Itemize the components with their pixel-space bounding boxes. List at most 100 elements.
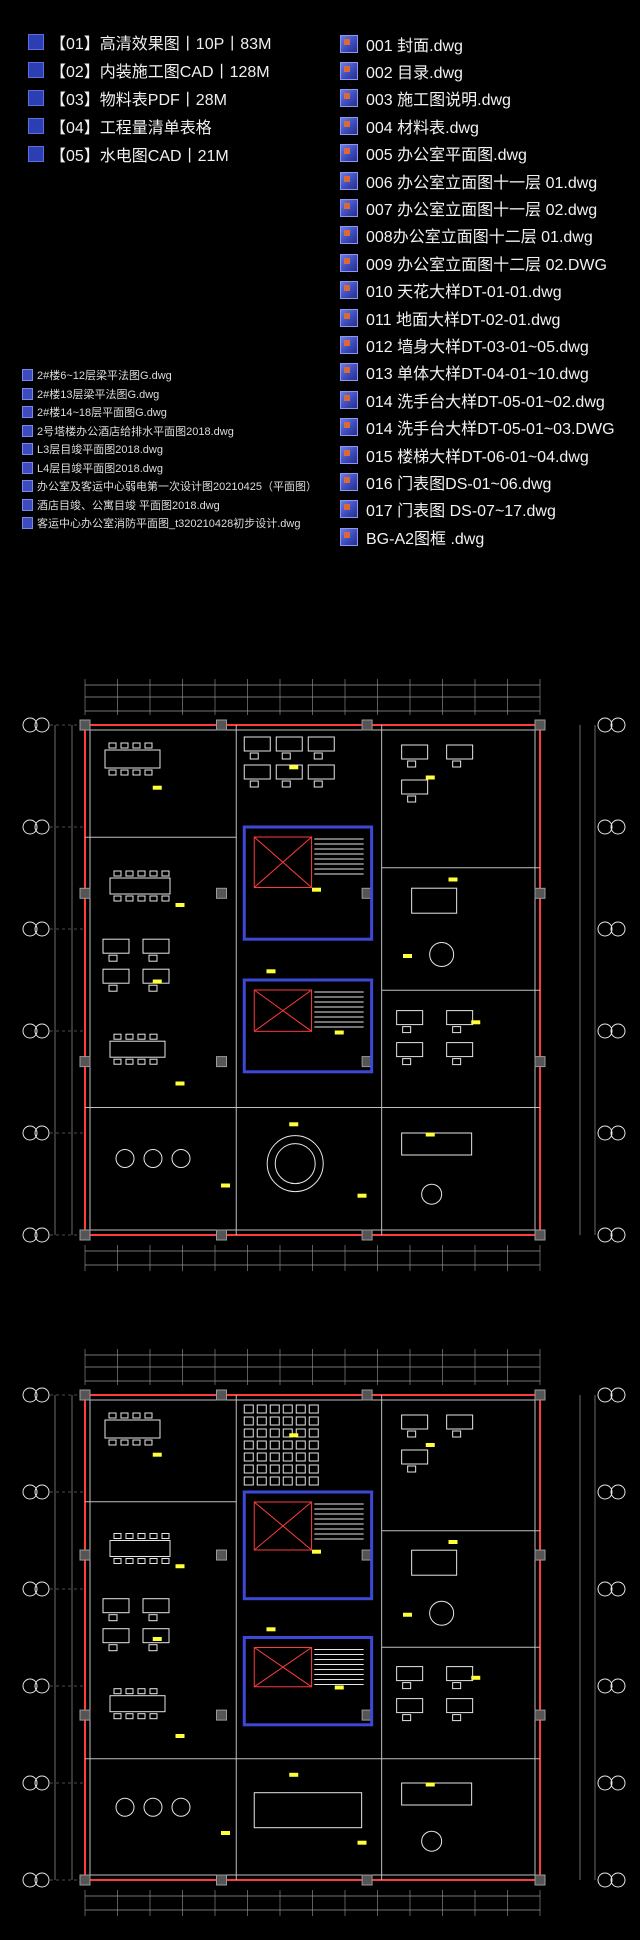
folder-item[interactable]: 【03】物料表PDF丨28M [28, 84, 328, 112]
small-file-item[interactable]: 2#楼14~18层平面图G.dwg [22, 403, 342, 422]
axis-bubble [22, 1678, 38, 1694]
small-file-item[interactable]: 2#楼6~12层梁平法图G.dwg [22, 366, 342, 385]
dwg-file-label: 009 办公室立面图十二层 02.DWG [366, 256, 607, 274]
dwg-file-item[interactable]: 006 办公室立面图十一层 01.dwg [340, 167, 640, 194]
chair-furniture [137, 1533, 146, 1539]
dwg-file-item[interactable]: 014 洗手台大样DT-05-01~02.dwg [340, 386, 640, 413]
chair-furniture [149, 895, 158, 902]
chair-furniture [108, 954, 118, 962]
seat-furniture [243, 1452, 254, 1462]
dwg-file-item[interactable]: 007 办公室立面图十一层 02.dwg [340, 194, 640, 221]
dwg-file-item[interactable]: 015 楼梯大样DT-06-01~04.dwg [340, 441, 640, 468]
seat-furniture [243, 1416, 254, 1426]
chair-furniture [402, 1714, 412, 1722]
desk-furniture [446, 744, 474, 760]
dwg-file-item[interactable]: 013 单体大样DT-04-01~10.dwg [340, 359, 640, 386]
seat-furniture [269, 1428, 280, 1438]
dwg-file-icon [22, 517, 33, 530]
chair-furniture [137, 1713, 146, 1720]
desk-furniture [401, 1449, 429, 1465]
desk-furniture [142, 938, 170, 954]
dwg-file-item[interactable]: 014 洗手台大样DT-05-01~03.DWG [340, 413, 640, 440]
folder-item[interactable]: 【02】内装施工图CAD丨128M [28, 56, 328, 84]
desk-furniture [446, 1414, 474, 1430]
seat-furniture [295, 1452, 306, 1462]
chair-furniture [108, 742, 117, 749]
dwg-file-icon [22, 480, 33, 493]
small-file-item[interactable]: 2号塔楼办公酒店给排水平面图2018.dwg [22, 422, 342, 441]
elevator-cross [253, 989, 312, 1032]
dwg-file-item[interactable]: 016 门表图DS-01~06.dwg [340, 468, 640, 495]
seat-furniture [269, 1404, 280, 1414]
dwg-file-label: 012 墙身大样DT-03-01~05.dwg [366, 338, 589, 356]
small-file-item[interactable]: 酒店目竣、公寓目竣 平面图2018.dwg [22, 496, 342, 515]
seat-furniture [308, 1404, 319, 1414]
axis-bubble [597, 1125, 613, 1141]
desk-furniture [142, 1628, 170, 1644]
folder-label: 【04】工程量清单表格 [50, 120, 212, 137]
table-furniture [109, 1040, 166, 1058]
label-marker [289, 765, 299, 770]
dwg-file-item[interactable]: 004 材料表.dwg [340, 112, 640, 139]
structural-column [79, 1056, 91, 1068]
axis-bubble [610, 1872, 626, 1888]
seat-furniture [282, 1404, 293, 1414]
desk-furniture [396, 1698, 424, 1714]
folder-icon [28, 146, 44, 162]
elevator-shaft [253, 989, 313, 1032]
chair-furniture [144, 1439, 153, 1446]
chair-furniture [137, 1033, 146, 1040]
dwg-file-item[interactable]: 003 施工图说明.dwg [340, 85, 640, 112]
dwg-file-item[interactable]: 001 封面.dwg [340, 30, 640, 57]
dwg-file-item[interactable]: 002 目录.dwg [340, 57, 640, 84]
small-file-item[interactable]: 2#楼13层梁平法图G.dwg [22, 385, 342, 404]
folder-label: 【03】物料表PDF丨28M [50, 92, 227, 109]
core-wall [242, 1636, 374, 1727]
seat-furniture [295, 1476, 306, 1486]
dwg-file-icon [340, 363, 358, 382]
structural-column [79, 1229, 91, 1241]
axis-bubble [597, 1227, 613, 1243]
desk-furniture [396, 1010, 424, 1026]
chair-furniture [108, 769, 117, 776]
desk-furniture [396, 1666, 424, 1682]
axis-bubble [34, 1872, 50, 1888]
round-table-furniture [143, 1149, 163, 1168]
axis-bubble [22, 1872, 38, 1888]
folder-icon [28, 118, 44, 134]
chair-furniture [120, 769, 129, 776]
dwg-file-item[interactable]: 008办公室立面图十二层 01.dwg [340, 222, 640, 249]
dwg-file-item[interactable]: 011 地面大样DT-02-01.dwg [340, 304, 640, 331]
folder-label: 【05】水电图CAD丨21M [50, 148, 229, 165]
seat-furniture [269, 1464, 280, 1474]
chair-furniture [452, 1682, 462, 1690]
folder-item[interactable]: 【05】水电图CAD丨21M [28, 140, 328, 168]
seat-furniture [256, 1428, 267, 1438]
small-file-label: 办公室及客运中心弱电第一次设计图20210425（平面图） [37, 481, 317, 494]
dwg-file-item[interactable]: BG-A2图框 .dwg [340, 523, 640, 550]
axis-bubble [34, 1023, 50, 1039]
dwg-file-item[interactable]: 010 天花大样DT-01-01.dwg [340, 277, 640, 304]
dwg-file-item[interactable]: 017 门表图 DS-07~17.dwg [340, 496, 640, 523]
dwg-file-item[interactable]: 012 墙身大样DT-03-01~05.dwg [340, 331, 640, 358]
chair-furniture [402, 1026, 412, 1034]
desk-furniture [275, 764, 303, 780]
chair-furniture [137, 1058, 146, 1065]
dwg-file-item[interactable]: 005 办公室平面图.dwg [340, 140, 640, 167]
chair-furniture [148, 984, 158, 992]
axis-bubble [610, 921, 626, 937]
elevator-cross [253, 1501, 312, 1551]
folder-item[interactable]: 【01】高清效果图丨10P丨83M [28, 28, 328, 56]
seat-furniture [282, 1428, 293, 1438]
small-file-item[interactable]: 办公室及客运中心弱电第一次设计图20210425（平面图） [22, 477, 342, 496]
folder-item[interactable]: 【04】工程量清单表格 [28, 112, 328, 140]
small-file-item[interactable]: L3层目竣平面图2018.dwg [22, 440, 342, 459]
chair-furniture [125, 1688, 134, 1695]
chair-furniture [452, 1058, 462, 1066]
dwg-file-label: 014 洗手台大样DT-05-01~03.DWG [366, 421, 615, 439]
axis-bubble [610, 1678, 626, 1694]
small-file-item[interactable]: L4层目竣平面图2018.dwg [22, 459, 342, 478]
dwg-file-item[interactable]: 009 办公室立面图十二层 02.DWG [340, 249, 640, 276]
label-marker [152, 1637, 162, 1641]
small-file-item[interactable]: 客运中心办公室消防平面图_t320210428初步设计.dwg [22, 514, 342, 533]
